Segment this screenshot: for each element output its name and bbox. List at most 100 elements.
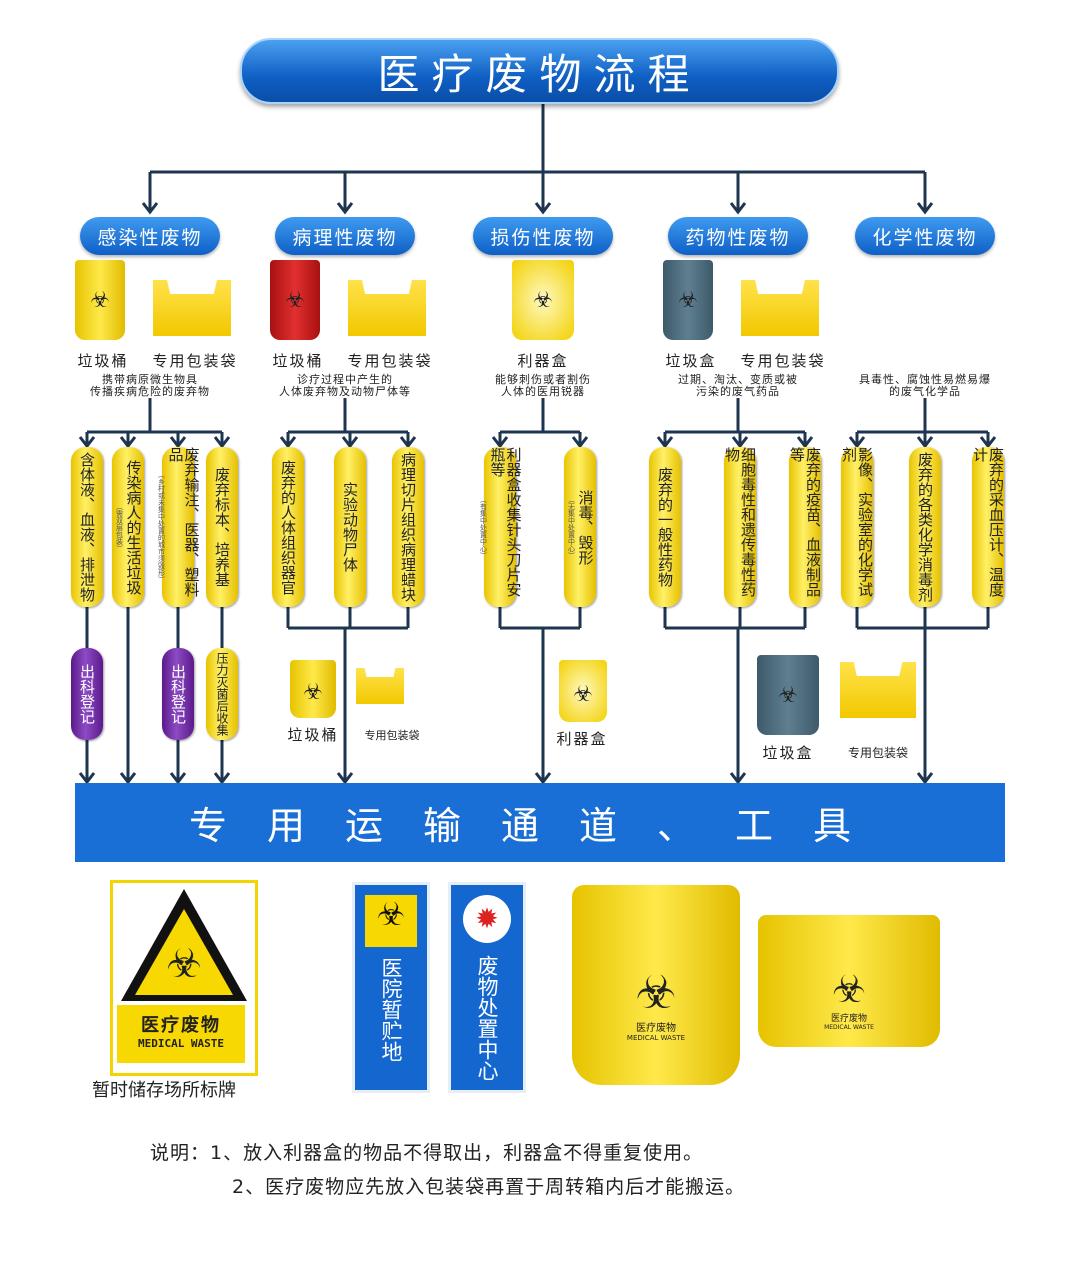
arrow-head-icon bbox=[729, 772, 747, 785]
waste-item-2: （无集中处置中心）消毒、毁形 bbox=[564, 447, 596, 607]
container-label: 利器盒 bbox=[517, 352, 569, 370]
waste-item-3: 病理切片组织病理蜡块 bbox=[392, 447, 424, 607]
item-text: 废弃输注、医器、塑料品 bbox=[166, 447, 201, 597]
sign-subtitle: MEDICAL WASTE bbox=[137, 1037, 225, 1050]
arrow-head-icon bbox=[78, 436, 96, 449]
storage-sign: ☣ 医疗废物 MEDICAL WASTE bbox=[110, 880, 258, 1076]
container-label: 垃圾桶 bbox=[77, 352, 129, 370]
item-note: （需双层包装） bbox=[115, 502, 124, 552]
arrow-head-icon bbox=[141, 202, 159, 215]
container-label: 专用包装袋 bbox=[740, 352, 826, 370]
arrow-head-icon bbox=[119, 772, 137, 785]
arrow-head-icon bbox=[279, 436, 297, 449]
container-label: 利器盒 bbox=[556, 730, 608, 748]
arrow-head-icon bbox=[213, 772, 231, 785]
waste-item-2: 细胞毒性和遗传毒性药物 bbox=[723, 447, 757, 607]
biohazard-icon: ☣ bbox=[573, 681, 593, 707]
panel-label: 医院暂贮地 bbox=[379, 957, 403, 1062]
desc-line: 传播疾病危险的废弃物 bbox=[90, 385, 210, 398]
arrow-head-icon bbox=[399, 436, 417, 449]
waste-item-1: 影像、实验室的化学试剂 bbox=[840, 447, 874, 607]
sharps-box-image: ☣ bbox=[559, 660, 607, 722]
biohazard-icon: ☣ bbox=[678, 288, 698, 313]
arrow-head-icon bbox=[731, 436, 749, 449]
arrow-head-icon bbox=[169, 436, 187, 449]
item-text: 消毒、毁形 bbox=[576, 489, 595, 565]
arrow-head-icon bbox=[916, 772, 934, 785]
arrow-head-icon bbox=[729, 202, 747, 215]
item-text: 实验动物尸体 bbox=[341, 482, 359, 572]
waste-item-4: 废弃标本、培养基 bbox=[206, 447, 238, 607]
biohazard-icon: ☣ bbox=[166, 941, 202, 987]
arrow-head-icon bbox=[336, 772, 354, 785]
arrow-head-icon bbox=[213, 436, 231, 449]
waste-box-image: ☣ bbox=[757, 655, 819, 735]
item-text: 利器盒收集针头刀片安瓶等 bbox=[488, 447, 523, 597]
waste-item-2: （需双层包装）传染病人的生活垃圾 bbox=[112, 447, 144, 607]
post-text: 出科登记 bbox=[169, 664, 187, 724]
category-description: 诊疗过程中产生的人体废弃物及动物尸体等 bbox=[279, 374, 411, 398]
bin-sub: MEDICAL WASTE bbox=[626, 1034, 686, 1042]
waste-item-1: （有集中处置中心）利器盒收集针头刀片安瓶等 bbox=[480, 447, 523, 607]
item-text: 影像、实验室的化学试剂 bbox=[840, 447, 874, 597]
arrow-head-icon bbox=[571, 436, 589, 449]
post-text: 压力灭菌后收集 bbox=[215, 652, 229, 736]
waste-item-3: （乡村或未集中处置的城市须毁形）废弃输注、医器、塑料品 bbox=[158, 447, 201, 607]
category-description: 过期、淘汰、变质或被污染的废气药品 bbox=[678, 374, 798, 398]
page-title: 医疗废物流程 bbox=[240, 38, 839, 104]
category-description: 具毒性、腐蚀性易燃易爆的废气化学品 bbox=[859, 374, 991, 398]
desc-line: 诊疗过程中产生的 bbox=[297, 373, 393, 386]
waste-item-1: 含体液、血液、排泄物 bbox=[71, 447, 103, 607]
post-text: 出科登记 bbox=[78, 664, 96, 724]
arrow-head-icon bbox=[78, 772, 96, 785]
container-label: 垃圾桶 bbox=[272, 352, 324, 370]
panel-disposal-center: ✹ 废物处置中心 bbox=[448, 882, 526, 1093]
container-label: 专用包装袋 bbox=[847, 746, 909, 760]
category-description: 能够刺伤或者割伤人体的医用锐器 bbox=[495, 374, 591, 398]
waste-item-1: 废弃的一般性药物 bbox=[649, 447, 681, 607]
item-text: 废弃的人体组织器官 bbox=[279, 459, 297, 595]
waste-bin-image: ☣ bbox=[663, 260, 713, 340]
arrow-head-icon bbox=[491, 436, 509, 449]
category-3: 损伤性废物 bbox=[473, 217, 613, 255]
note-2: 2、医疗废物应先放入包装袋再置于周转箱内后才能搬运。 bbox=[232, 1176, 746, 1198]
arrow-head-icon bbox=[336, 202, 354, 215]
yellow-turnover-box-image: ☣ 医疗废物 MEDICAL WASTE bbox=[758, 915, 940, 1047]
arrow-head-icon bbox=[916, 436, 934, 449]
biohazard-icon: ☣ bbox=[303, 680, 323, 706]
category-description: 携带病原微生物具传播疾病危险的废弃物 bbox=[90, 374, 210, 398]
bin-label: 医疗废物 bbox=[636, 1023, 676, 1034]
waste-bin-image: ☣ bbox=[75, 260, 125, 340]
waste-item-2: 废弃的各类化学消毒剂 bbox=[909, 447, 941, 607]
bin-label: 医疗废物 bbox=[830, 1014, 867, 1024]
post-step-3: 压力灭菌后收集 bbox=[206, 648, 238, 740]
desc-line: 具毒性、腐蚀性易燃易爆 bbox=[859, 373, 991, 386]
bin-sub: MEDICAL WASTE bbox=[824, 1024, 874, 1031]
arrow-head-icon bbox=[848, 436, 866, 449]
arrow-head-icon bbox=[656, 436, 674, 449]
arrow-head-icon bbox=[979, 436, 997, 449]
waste-item-3: 废弃的采血压计、温度计 bbox=[971, 447, 1005, 607]
item-text: 传染病人的生活垃圾 bbox=[124, 459, 143, 595]
item-text: 废弃的采血压计、温度计 bbox=[971, 447, 1005, 597]
arrow-head-icon bbox=[916, 202, 934, 215]
panel-label: 废物处置中心 bbox=[475, 955, 499, 1081]
yellow-waste-bin-image: ☣ 医疗废物 MEDICAL WASTE bbox=[572, 885, 740, 1085]
arrow-head-icon bbox=[534, 772, 552, 785]
desc-line: 人体废弃物及动物尸体等 bbox=[279, 385, 411, 398]
sign-caption: 暂时储存场所标牌 bbox=[92, 1080, 236, 1101]
arrow-head-icon bbox=[341, 436, 359, 449]
waste-item-2: 实验动物尸体 bbox=[334, 447, 366, 607]
sharps-box-image: ☣ bbox=[512, 260, 574, 340]
waste-bin-image: ☣ bbox=[290, 660, 336, 718]
desc-line: 人体的医用锐器 bbox=[501, 385, 585, 398]
waste-item-1: 废弃的人体组织器官 bbox=[272, 447, 304, 607]
container-label: 专用包装袋 bbox=[152, 352, 238, 370]
desc-line: 污染的废气药品 bbox=[696, 385, 780, 398]
item-text: 废弃的疫苗、血液制品等 bbox=[788, 447, 822, 597]
desc-line: 的废气化学品 bbox=[889, 385, 961, 398]
item-text: 废弃的一般性药物 bbox=[656, 467, 674, 587]
arrow-head-icon bbox=[796, 436, 814, 449]
container-label: 垃圾桶 bbox=[287, 726, 339, 744]
category-4: 药物性废物 bbox=[668, 217, 808, 255]
